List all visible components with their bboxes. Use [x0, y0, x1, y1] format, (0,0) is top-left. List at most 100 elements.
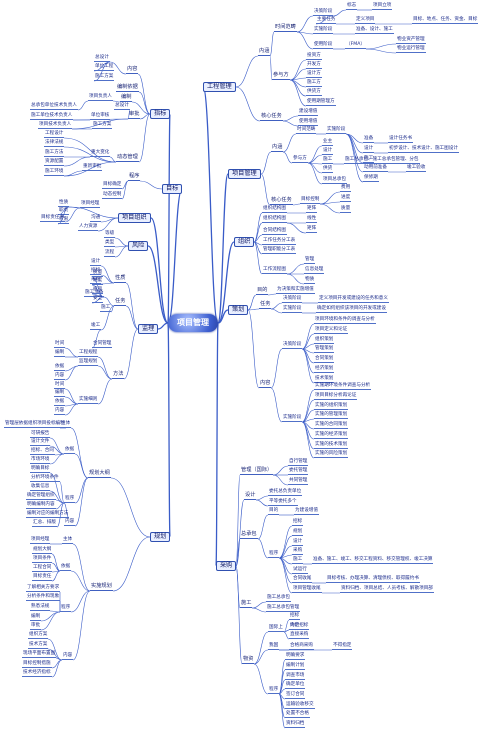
topic-n208[interactable]: 依据 — [60, 564, 72, 572]
topic-n112[interactable]: 招标 — [289, 613, 301, 621]
topic-n195[interactable]: 市场环境 — [30, 457, 51, 465]
topic-n114[interactable]: 直接采购 — [289, 632, 310, 640]
branch-b6[interactable]: 指标 — [150, 109, 171, 120]
topic-n21[interactable]: 使用期管理方 — [306, 99, 336, 107]
topic-n85[interactable]: 管理（国际） — [240, 467, 274, 475]
topic-n59[interactable]: 物质 — [304, 277, 316, 285]
topic-n51[interactable]: 线性 — [306, 216, 318, 224]
topic-n163[interactable]: 性质 — [114, 275, 127, 283]
topic-n199[interactable]: 收集信息 — [30, 484, 51, 492]
topic-n191[interactable]: 依据 — [64, 447, 76, 455]
topic-n7[interactable]: 定义项目 — [355, 17, 376, 25]
topic-n68[interactable]: 决策阶段 — [282, 342, 303, 350]
topic-n37[interactable]: 业主 — [322, 139, 334, 147]
topic-n25[interactable]: 内涵 — [271, 144, 284, 152]
topic-n36[interactable]: 参与方 — [292, 156, 308, 164]
topic-n40[interactable]: 施工总承包、施工总承包管理、分包 — [344, 157, 420, 165]
topic-n89[interactable]: 设计 — [244, 492, 257, 500]
topic-n179[interactable]: 编制 — [54, 350, 66, 358]
topic-n45[interactable]: 费用 — [340, 185, 352, 193]
topic-n9[interactable]: 实施阶段 — [313, 27, 334, 35]
topic-n72[interactable]: 管理策划 — [314, 346, 335, 354]
topic-n76[interactable]: 实施阶段 — [282, 415, 303, 423]
topic-n152[interactable]: 动态控制 — [102, 192, 123, 200]
topic-n30[interactable]: 设计 — [363, 146, 375, 154]
topic-n167[interactable]: 任务 — [114, 298, 127, 306]
topic-n61[interactable]: 为决策和实施增值 — [276, 287, 315, 295]
topic-n94[interactable]: 为建设增值 — [294, 508, 319, 516]
topic-n6[interactable]: 主要任务 — [316, 17, 337, 25]
topic-n99[interactable]: 采购 — [292, 548, 304, 556]
topic-n126[interactable]: 处置不合格 — [285, 711, 310, 719]
topic-n134[interactable]: 项目负责人 — [88, 94, 113, 102]
topic-n32[interactable]: 施工 — [363, 156, 375, 164]
topic-n3[interactable]: 决策阶段 — [313, 9, 334, 17]
topic-n1[interactable]: 内涵 — [258, 48, 271, 56]
topic-n13[interactable]: 物业资产管理 — [396, 37, 426, 45]
topic-n206[interactable]: 主体 — [62, 537, 74, 545]
topic-n66[interactable]: 确定如何组织该项目的开发或建设 — [316, 306, 387, 314]
topic-n111[interactable]: 国际上 — [268, 625, 284, 633]
topic-n210[interactable]: 项目条件 — [32, 556, 53, 564]
topic-n215[interactable]: 分析条件和现象 — [26, 594, 61, 602]
topic-n153[interactable]: 性质 — [58, 200, 70, 208]
topic-n190[interactable]: 管理层依据组织项目投标编制 — [4, 421, 66, 429]
topic-n147[interactable]: 资源配置 — [44, 159, 65, 167]
topic-n218[interactable]: 审批 — [30, 623, 42, 631]
topic-n154[interactable]: 职责 — [58, 208, 70, 216]
topic-n178[interactable]: 时间 — [54, 341, 66, 349]
topic-n102[interactable]: 试运行 — [292, 567, 308, 575]
topic-n20[interactable]: 供货方 — [306, 89, 322, 97]
topic-n194[interactable]: 招标、合同 — [30, 448, 55, 456]
topic-n91[interactable]: 平等委托多个 — [268, 499, 298, 507]
topic-n11[interactable]: 使用阶段 — [313, 42, 334, 50]
topic-n55[interactable]: 管理职能分工表 — [262, 247, 297, 255]
topic-n132[interactable]: 编制依据 — [116, 84, 139, 92]
topic-n119[interactable]: 程序 — [268, 687, 280, 695]
branch-b7[interactable]: 目标 — [162, 184, 183, 195]
topic-n96[interactable]: 招标 — [292, 519, 304, 527]
topic-n159[interactable]: 人力资源 — [78, 224, 99, 232]
topic-n116[interactable]: 我国 — [268, 643, 280, 651]
topic-n137[interactable]: 总设计 — [114, 103, 130, 111]
topic-n203[interactable]: 内容 — [64, 519, 76, 527]
topic-n65[interactable]: 实施阶段 — [282, 306, 303, 314]
topic-n204[interactable]: 汇总、排版 — [32, 520, 57, 528]
branch-b8[interactable]: 项目组织 — [118, 213, 151, 224]
topic-n168[interactable]: 施工准备 — [84, 290, 105, 298]
topic-n2[interactable]: 时间范畴 — [274, 24, 297, 32]
topic-n26[interactable]: 时间范畴 — [296, 127, 317, 135]
topic-n115[interactable]: 约定招标 — [289, 623, 310, 631]
topic-n216[interactable]: 熟悉法规 — [30, 604, 51, 612]
topic-n92[interactable]: 总承包 — [240, 531, 258, 539]
topic-n177[interactable]: 工程规程 — [78, 350, 99, 358]
topic-n46[interactable]: 进度 — [340, 195, 352, 203]
topic-n24[interactable]: 使用增值 — [298, 119, 319, 127]
topic-n38[interactable]: 设计 — [322, 148, 334, 156]
topic-n14[interactable]: 物业运行管理 — [396, 46, 426, 54]
topic-n103[interactable]: 合同收尾 — [292, 576, 313, 584]
topic-n19[interactable]: 施工方 — [306, 80, 322, 88]
topic-n117[interactable]: 合格商采购 — [289, 643, 314, 651]
topic-n169[interactable]: 质量 — [92, 270, 104, 278]
topic-n93[interactable]: 目的 — [268, 508, 280, 516]
topic-n139[interactable]: 单位审核 — [90, 113, 111, 121]
topic-n54[interactable]: 工作任务分工表 — [262, 238, 297, 246]
topic-n120[interactable]: 明确要求 — [285, 653, 306, 661]
topic-n166[interactable]: 采购 — [90, 277, 102, 285]
topic-n187[interactable]: 内容 — [54, 408, 66, 416]
topic-n146[interactable]: 施工方法 — [44, 150, 65, 158]
topic-n174[interactable]: 竣工 — [90, 323, 102, 331]
topic-n123[interactable]: 确定单位 — [285, 682, 306, 690]
topic-n109[interactable]: 施工总承包管理 — [266, 605, 301, 613]
topic-n222[interactable]: 现场平面布置图 — [22, 651, 57, 659]
branch-b10[interactable]: 监理 — [138, 324, 159, 335]
topic-n221[interactable]: 技术方案 — [28, 642, 49, 650]
topic-n108[interactable]: 施工总承包 — [266, 595, 291, 603]
topic-n165[interactable]: 招标 — [90, 268, 102, 276]
topic-n183[interactable]: 实施细则 — [78, 397, 99, 405]
topic-n124[interactable]: 签订合同 — [285, 692, 306, 700]
topic-n211[interactable]: 工程合同 — [32, 565, 53, 573]
topic-n88[interactable]: 共同管理 — [288, 478, 309, 486]
topic-n67[interactable]: 内容 — [259, 380, 272, 388]
